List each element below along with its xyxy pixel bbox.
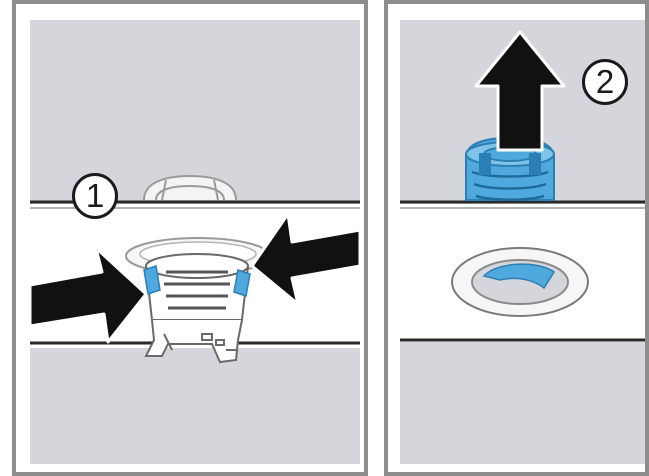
step-2-number: 2 [582,59,628,105]
lower-compartment [30,348,360,464]
lower-compartment [400,342,645,464]
step-2-panel: 2 [384,0,649,476]
step-1-panel: 1 [12,0,368,476]
step-1-illustration [16,4,364,472]
step-1-number: 1 [72,173,118,219]
